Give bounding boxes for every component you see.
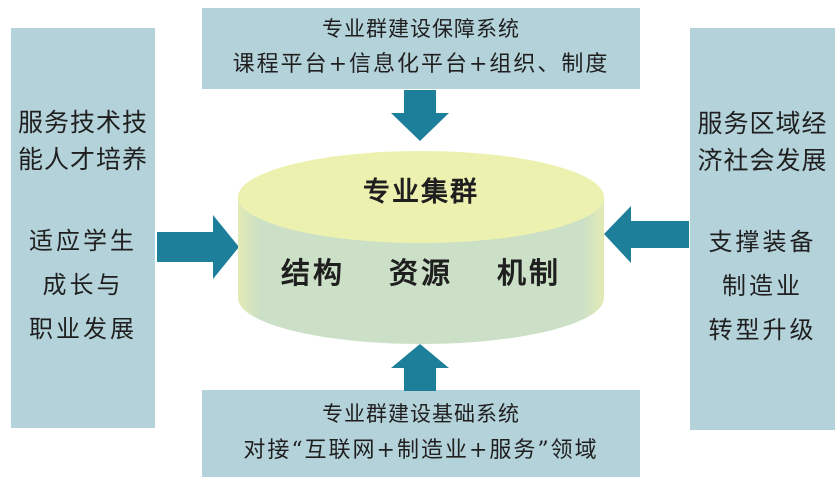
cylinder-word-resources: 资源 bbox=[388, 258, 453, 290]
right-box-subtitle-line1: 支撑装备 bbox=[708, 228, 817, 256]
cylinder-word-structure: 结构 bbox=[280, 258, 345, 290]
right-box: 服务区域经 济社会发展 支撑装备 制造业 转型升级 bbox=[690, 28, 835, 430]
bottom-box-title: 专业群建设基础系统 bbox=[322, 402, 520, 426]
cylinder-top bbox=[238, 151, 604, 243]
left-box-title-line2: 能人才培养 bbox=[17, 146, 148, 174]
left-box-subtitle: 适应学生 成长与 职业发展 bbox=[29, 219, 137, 351]
left-box-title-line1: 服务技术技 bbox=[17, 109, 148, 137]
top-box-title: 专业群建设保障系统 bbox=[322, 18, 520, 41]
right-box-subtitle-line2: 制造业 bbox=[722, 272, 803, 300]
left-arrow-icon bbox=[157, 215, 239, 279]
cylinder-word-mechanism: 机制 bbox=[497, 258, 562, 290]
right-box-title-line2: 济社会发展 bbox=[697, 147, 828, 175]
cylinder-body-label: 结构 资源 机制 bbox=[236, 250, 606, 292]
right-arrow-icon bbox=[604, 206, 689, 263]
bottom-box: 专业群建设基础系统 对接“互联网+制造业+服务”领域 bbox=[202, 390, 640, 477]
left-box-subtitle-line3: 职业发展 bbox=[29, 315, 137, 343]
top-arrow-icon bbox=[391, 90, 449, 141]
right-box-subtitle: 支撑装备 制造业 转型升级 bbox=[709, 220, 817, 352]
right-box-subtitle-line3: 转型升级 bbox=[708, 316, 817, 344]
right-box-title: 服务区域经 济社会发展 bbox=[697, 106, 827, 180]
left-box-subtitle-line1: 适应学生 bbox=[29, 227, 137, 255]
right-box-title-line1: 服务区域经 bbox=[697, 110, 828, 138]
bottom-box-subtitle: 对接“互联网+制造业+服务”领域 bbox=[243, 437, 599, 463]
left-box-title: 服务技术技 能人才培养 bbox=[18, 105, 148, 179]
cylinder-shape bbox=[238, 151, 604, 344]
top-box-subtitle: 课程平台+信息化平台+组织、制度 bbox=[232, 52, 610, 77]
bottom-arrow-icon bbox=[391, 344, 449, 391]
left-box: 服务技术技 能人才培养 适应学生 成长与 职业发展 bbox=[11, 28, 155, 428]
cylinder-top-label: 专业集群 bbox=[363, 177, 479, 207]
top-box: 专业群建设保障系统 课程平台+信息化平台+组织、制度 bbox=[202, 8, 640, 89]
left-box-subtitle-line2: 成长与 bbox=[42, 271, 124, 299]
